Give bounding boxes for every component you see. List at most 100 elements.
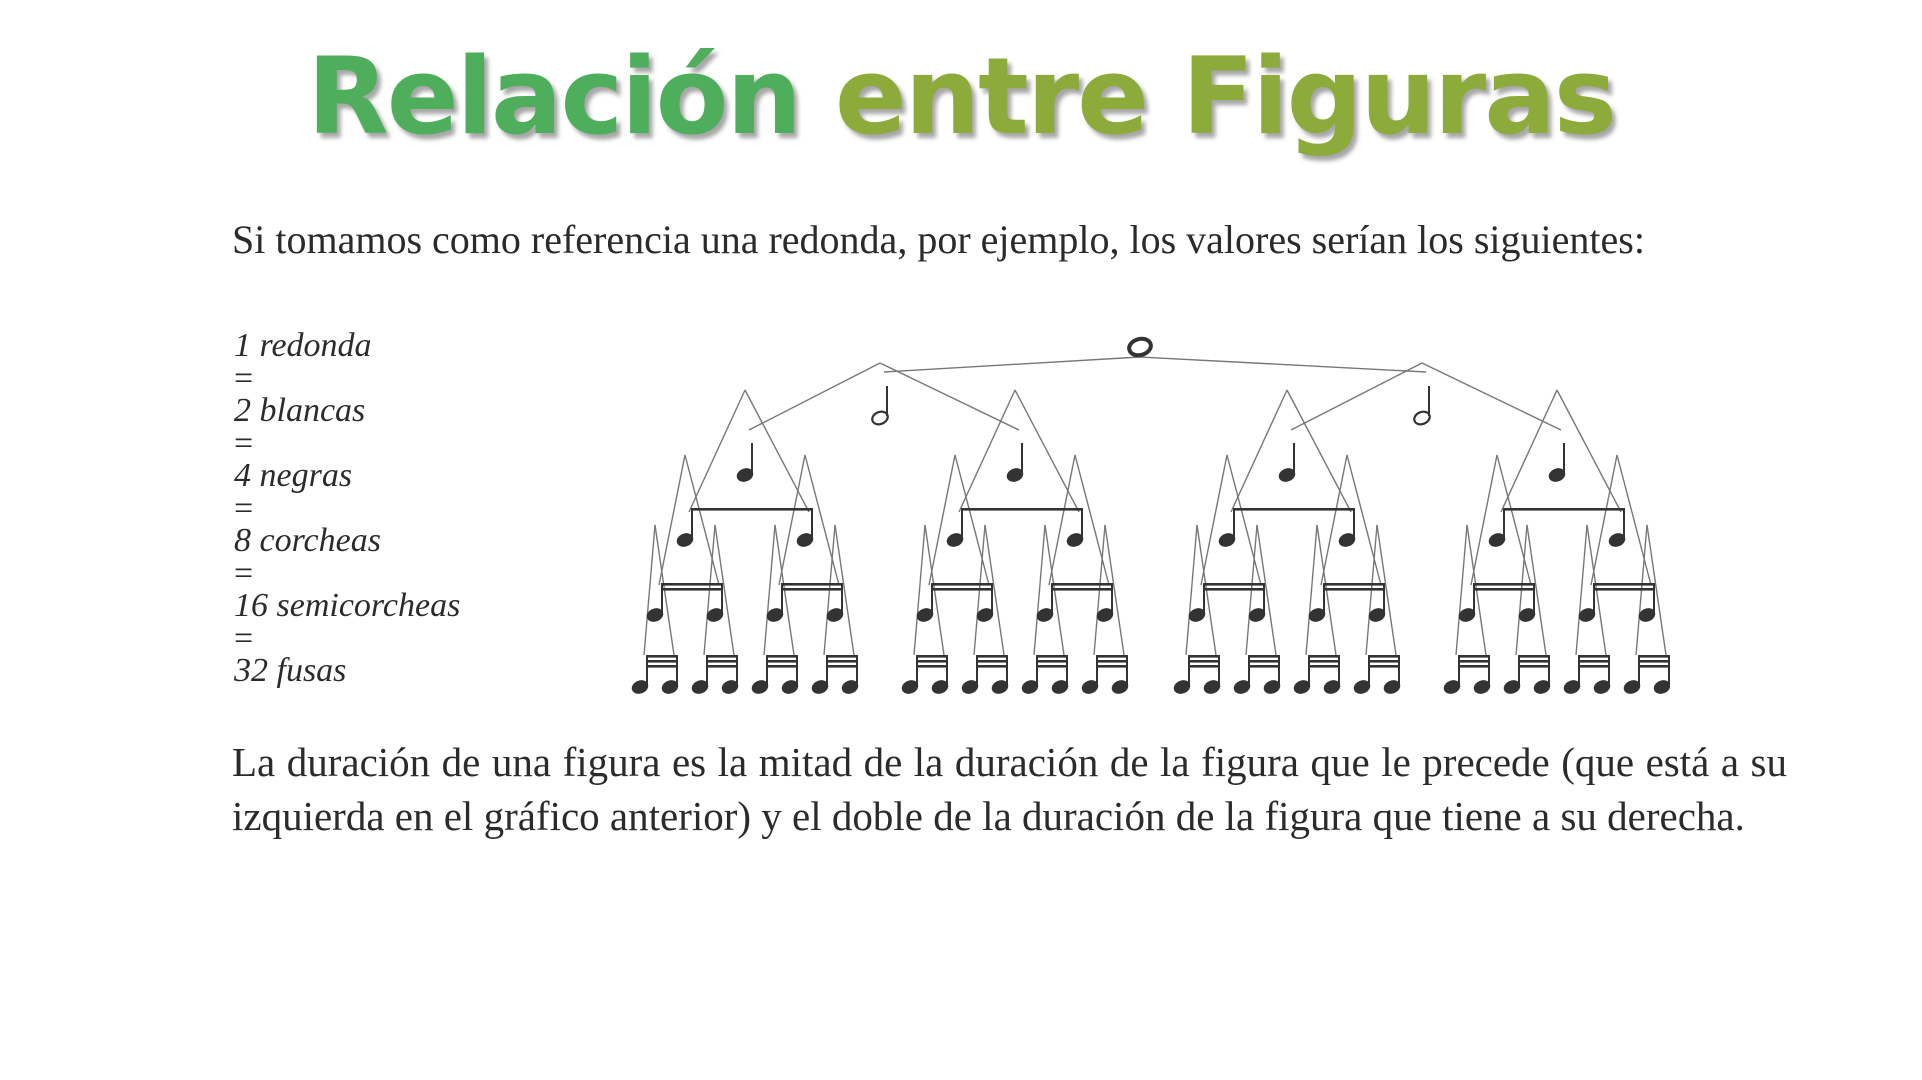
connector-line (958, 389, 1016, 513)
connector-line (1286, 389, 1352, 513)
connector-line (744, 389, 810, 513)
note-beam (1519, 665, 1549, 668)
note-values-list: 1 redonda = 2 blancas = 4 negras = 8 cor… (234, 327, 494, 689)
note-beam (782, 583, 842, 586)
connector-line (1500, 389, 1558, 513)
connector-line (1455, 524, 1468, 656)
note-beam (707, 655, 737, 658)
note-beam (1579, 660, 1609, 663)
value-line: 32 fusas (234, 652, 347, 689)
connector-line (1033, 524, 1046, 656)
connector-line (1290, 362, 1423, 431)
connector-line (1074, 454, 1110, 586)
note-beam (1189, 660, 1219, 663)
note-beam (1519, 655, 1549, 658)
note-beam (932, 588, 992, 591)
note-beam (1037, 660, 1067, 663)
note-beam (707, 660, 737, 663)
connector-line (1048, 454, 1076, 586)
connector-line (1230, 389, 1288, 513)
note-beam (1369, 655, 1399, 658)
note-beam (1204, 583, 1264, 586)
note-beam (827, 660, 857, 663)
note-beam (917, 665, 947, 668)
equals-sign: = (234, 359, 254, 397)
connector-line (688, 389, 746, 513)
note-beam (1594, 588, 1654, 591)
connector-line (1346, 454, 1382, 586)
note-beam (1052, 583, 1112, 586)
connector-line (928, 454, 956, 586)
equals-sign: = (234, 554, 254, 592)
note-beam (1369, 665, 1399, 668)
note-beam (977, 655, 1007, 658)
equals-sign: = (234, 489, 254, 527)
note-beam (917, 660, 947, 663)
note-beam (1474, 583, 1534, 586)
connector-line (1320, 454, 1348, 586)
connector-line (1185, 524, 1198, 656)
title-word-relacion: Relación (307, 35, 802, 158)
whole-note-icon (1127, 336, 1153, 358)
connector-line (1646, 524, 1667, 656)
note-beam (1459, 660, 1489, 663)
connector-line (684, 454, 720, 586)
note-beam (1234, 508, 1354, 511)
note-beam (767, 665, 797, 668)
connector-line (1139, 356, 1427, 373)
note-beam (1639, 655, 1669, 658)
connector-line (1556, 389, 1622, 513)
note-beam (1037, 655, 1067, 658)
connector-line (1376, 524, 1397, 656)
note-beam (1309, 655, 1339, 658)
connector-line (1256, 524, 1277, 656)
note-beam (1324, 588, 1384, 591)
note-beam (1474, 588, 1534, 591)
connector-line (913, 524, 926, 656)
value-line: 4 negras (234, 457, 353, 494)
page-title: Relación entre Figuras (0, 44, 1922, 150)
note-beam (827, 665, 857, 668)
connector-line (658, 454, 686, 586)
note-beam (767, 655, 797, 658)
value-line: 8 corcheas (234, 522, 381, 559)
connector-line (1470, 454, 1498, 586)
note-beam (767, 660, 797, 663)
connector-line (1496, 454, 1532, 586)
equals-sign: = (234, 424, 254, 462)
note-beam (647, 655, 677, 658)
note-beam (1189, 665, 1219, 668)
note-beam (662, 583, 722, 586)
value-line: 1 redonda (234, 327, 372, 364)
connector-line (1616, 454, 1652, 586)
connector-line (1590, 454, 1618, 586)
note-beam (1309, 660, 1339, 663)
intro-paragraph: Si tomamos como referencia una redonda, … (232, 217, 1645, 262)
connector-line (748, 362, 881, 431)
note-beam (1639, 665, 1669, 668)
note-beam (1579, 655, 1609, 658)
note-beam (1594, 583, 1654, 586)
note-beam (932, 583, 992, 586)
note-beam (917, 655, 947, 658)
note-beam (1369, 660, 1399, 663)
note-beam (692, 508, 812, 511)
note-beam (1579, 665, 1609, 668)
note-beam (1324, 583, 1384, 586)
connector-line (763, 524, 776, 656)
connector-line (1421, 362, 1562, 431)
connector-line (1305, 524, 1318, 656)
connector-line (1526, 524, 1547, 656)
note-beam (1052, 588, 1112, 591)
value-line: 16 semicorcheas (234, 587, 461, 624)
connector-line (1226, 454, 1262, 586)
note-division-diagram (631, 336, 1670, 694)
value-line: 2 blancas (234, 392, 366, 429)
note-beam (1097, 655, 1127, 658)
note-beam (782, 588, 842, 591)
note-beam (1097, 660, 1127, 663)
connector-line (883, 356, 1141, 373)
note-beam (647, 660, 677, 663)
note-beam (1249, 665, 1279, 668)
note-beam (1249, 655, 1279, 658)
